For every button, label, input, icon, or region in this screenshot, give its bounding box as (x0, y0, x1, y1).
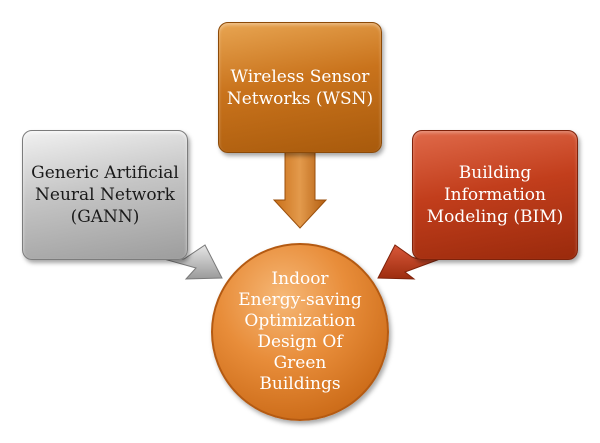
bim-box: Building Information Modeling (BIM) (412, 130, 578, 260)
center-label: Indoor Energy-saving Optimization Design… (238, 269, 362, 394)
gann-box: Generic Artificial Neural Network (GANN) (22, 130, 188, 260)
gann-label: Generic Artificial Neural Network (GANN) (31, 163, 179, 227)
arrow-right-to-center (377, 244, 441, 280)
center-circle: Indoor Energy-saving Optimization Design… (211, 243, 389, 421)
arrow-left-to-center (163, 244, 223, 280)
wsn-box: Wireless Sensor Networks (WSN) (218, 22, 382, 153)
arrow-top-to-center (272, 151, 328, 229)
bim-label: Building Information Modeling (BIM) (426, 163, 564, 227)
wsn-label: Wireless Sensor Networks (WSN) (226, 66, 374, 109)
